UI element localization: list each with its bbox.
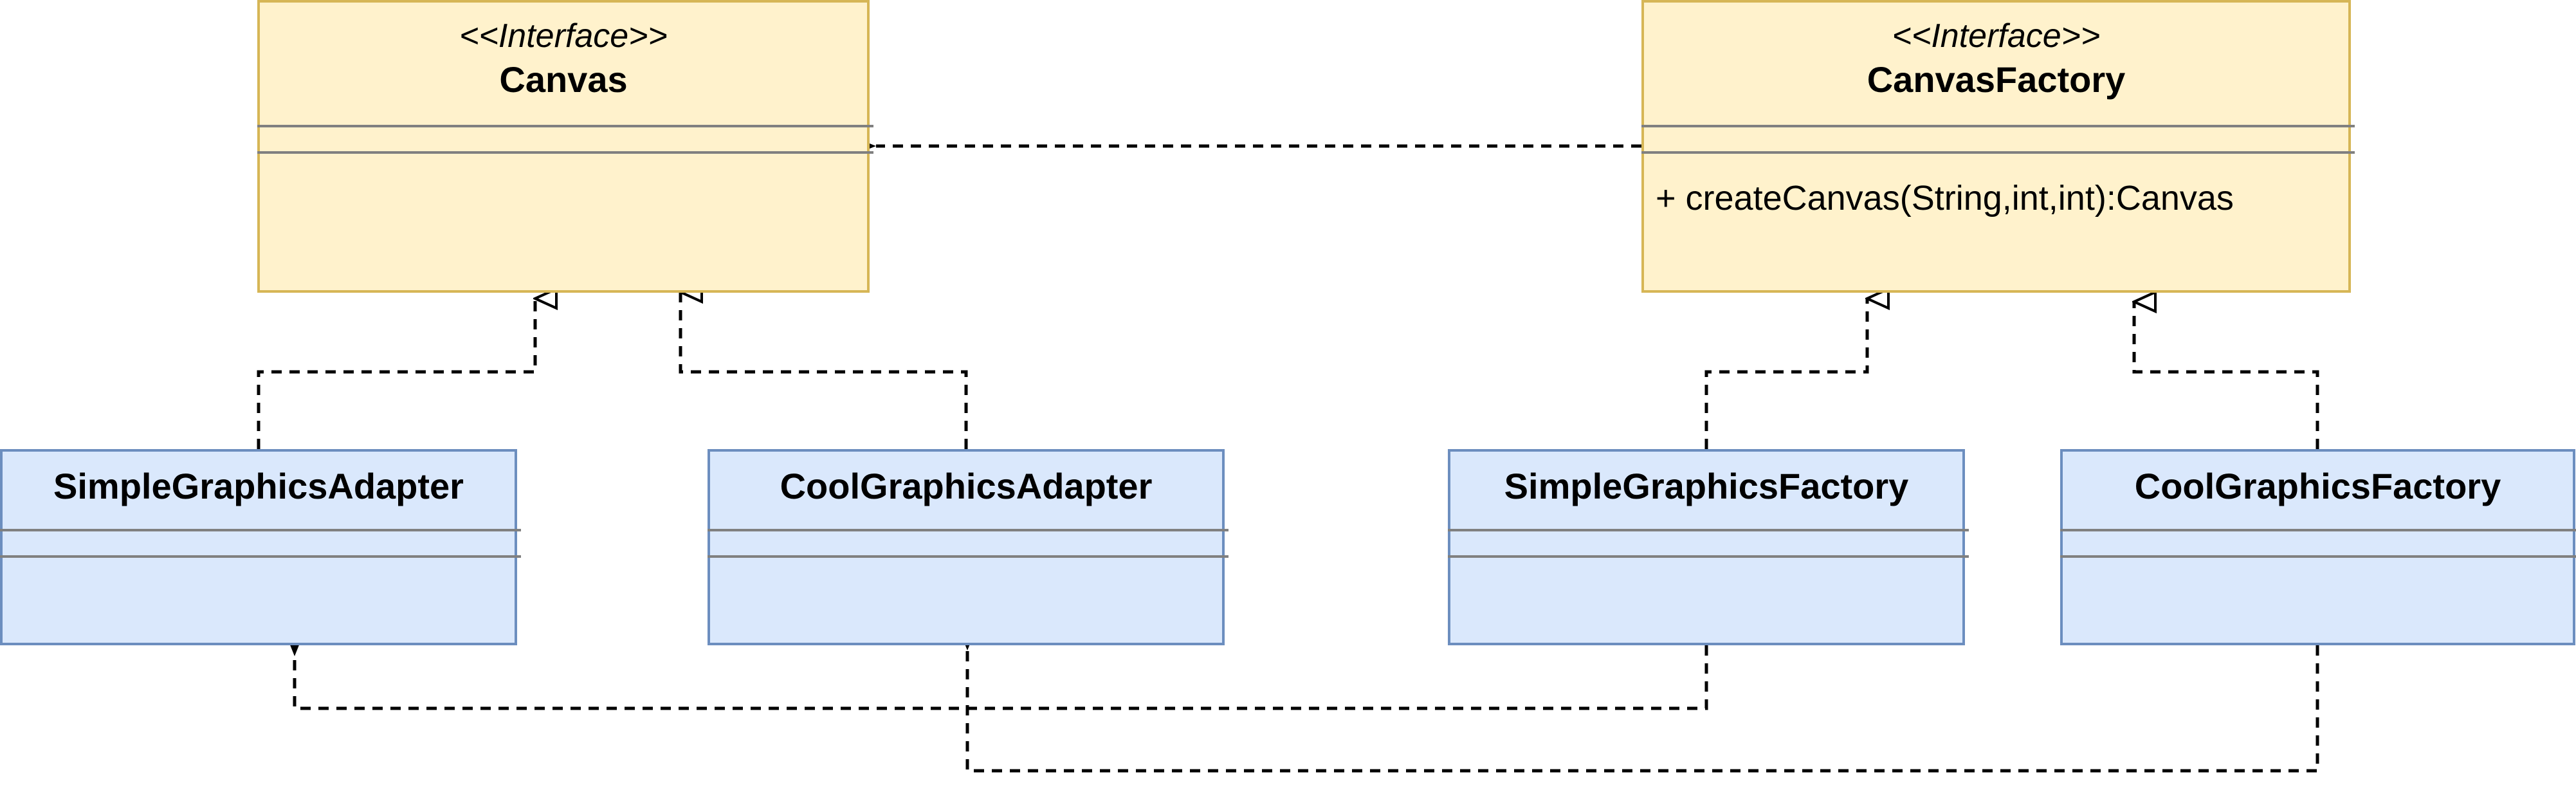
class-name-label: SimpleGraphicsAdapter	[53, 466, 464, 506]
operation-divider	[1448, 555, 1969, 558]
operation-divider	[2060, 555, 2576, 558]
attribute-divider	[257, 125, 873, 127]
class-name-label: Canvas	[499, 59, 628, 100]
realization-simple-factory-to-canvas-factory	[1704, 299, 1867, 449]
operation-divider	[257, 151, 873, 154]
attribute-divider	[0, 529, 521, 531]
stereotype-label: <<Interface>>	[459, 17, 668, 55]
dependency-cool-factory-to-cool-adapter	[957, 625, 2319, 773]
canvas-factory-stereotype: <<Interface>>	[1644, 17, 2348, 55]
simple-graphics-factory-box[interactable]: SimpleGraphicsFactory	[1448, 449, 1969, 645]
realization-cool-adapter-to-canvas	[681, 292, 968, 449]
cool-graphics-adapter-box[interactable]: CoolGraphicsAdapter	[708, 449, 1229, 645]
attribute-divider	[1448, 529, 1969, 531]
operation-divider	[1641, 151, 2355, 154]
attribute-divider	[708, 529, 1229, 531]
cool-graphics-factory-box[interactable]: CoolGraphicsFactory	[2060, 449, 2576, 645]
cool-graphics-adapter-title: CoolGraphicsAdapter	[710, 466, 1222, 507]
class-name-label: CoolGraphicsFactory	[2134, 466, 2501, 506]
realization-cool-factory-to-canvas-factory	[2134, 302, 2319, 449]
cool-graphics-factory-title: CoolGraphicsFactory	[2063, 466, 2573, 507]
simple-graphics-factory-title: SimpleGraphicsFactory	[1450, 466, 1962, 507]
dependency-simple-factory-to-simple-adapter	[284, 631, 1708, 710]
canvas-factory-title: CanvasFactory	[1644, 59, 2348, 100]
realization-simple-adapter-to-canvas	[257, 299, 535, 449]
simple-graphics-adapter-title: SimpleGraphicsAdapter	[3, 466, 515, 507]
class-name-label: CoolGraphicsAdapter	[780, 466, 1153, 506]
simple-graphics-adapter-box[interactable]: SimpleGraphicsAdapter	[0, 449, 521, 645]
class-name-label: SimpleGraphicsFactory	[1504, 466, 1909, 506]
attribute-divider	[2060, 529, 2576, 531]
canvas-factory-interface-box[interactable]: <<Interface>> CanvasFactory + createCanv…	[1641, 0, 2355, 293]
create-canvas-operation: + createCanvas(String,int,int):Canvas	[1656, 179, 2234, 217]
operation-divider	[708, 555, 1229, 558]
canvas-stereotype: <<Interface>>	[260, 17, 867, 55]
canvas-title: Canvas	[260, 59, 867, 100]
canvas-interface-box[interactable]: <<Interface>> Canvas	[257, 0, 873, 293]
stereotype-label: <<Interface>>	[1892, 17, 2101, 55]
operation-divider	[0, 555, 521, 558]
class-name-label: CanvasFactory	[1867, 59, 2126, 100]
attribute-divider	[1641, 125, 2355, 127]
